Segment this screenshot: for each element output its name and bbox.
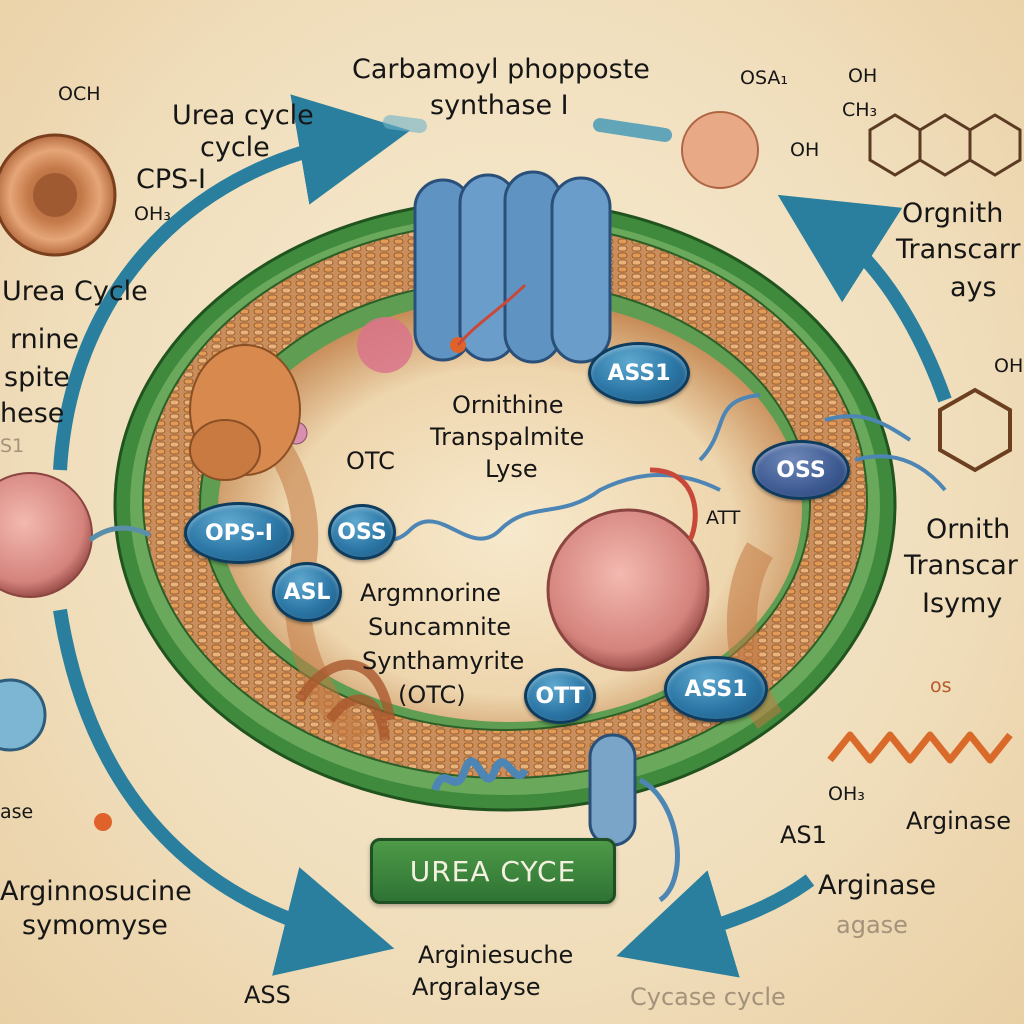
- label-arg-1: Argmnorine: [360, 579, 501, 607]
- enzyme-pill-oss-left: OSS: [328, 504, 396, 560]
- label-ornithine-partial-3: hese: [0, 398, 65, 429]
- label-ch3: CH₃: [842, 99, 878, 121]
- orange-helix-right: [827, 731, 1013, 764]
- enzyme-pill-ops1: OPS-I: [184, 502, 294, 564]
- label-argininosuccinate-2: symomyse: [22, 910, 168, 941]
- label-oh-ring: OH: [790, 139, 820, 161]
- label-arginase-partial: Arginase: [906, 807, 1011, 835]
- pink-sphere-left: [0, 472, 93, 598]
- arrow-top-stub: [593, 118, 672, 142]
- molecules: [0, 111, 1022, 831]
- label-ornithine-partial-4: S1: [0, 435, 25, 457]
- label-ornithine-partial-2: spite: [4, 362, 70, 393]
- enzyme-pill-asl: ASL: [272, 562, 342, 622]
- transmembrane-protein-top: [413, 170, 612, 364]
- label-arg-2: Suncamnite: [368, 613, 511, 641]
- arrow-top-stub-left: [383, 115, 427, 133]
- label-arg-3: Synthamyrite: [362, 647, 525, 675]
- label-otc: OTC: [346, 447, 395, 475]
- label-osa: OSA₁: [740, 67, 788, 89]
- label-ornith-1: Ornith: [926, 514, 1011, 545]
- label-ornithine-partial-1: rnine: [10, 324, 79, 355]
- label-transpalmite: Transpalmite: [430, 423, 585, 451]
- label-orgnith-3: ays: [950, 272, 997, 303]
- urea-cycle-banner: UREA CYCE: [370, 838, 616, 904]
- hexagon-right: [938, 387, 1012, 473]
- label-urea-cycle-1: Urea cycle: [172, 100, 314, 131]
- label-agase: agase: [836, 911, 908, 939]
- enzyme-pill-ass1-bottom: ASS1: [664, 656, 768, 722]
- pink-cluster: [357, 317, 413, 373]
- label-ornithine: Ornithine: [452, 391, 564, 419]
- label-ase-partial: ase: [0, 801, 34, 823]
- blue-protein-left: [0, 678, 47, 752]
- title-line-2: synthase I: [430, 90, 569, 121]
- label-urea-cycle-2: cycle: [200, 132, 270, 163]
- arrow-bottom-right: [616, 870, 815, 978]
- label-orgnith-1: Orgnith: [902, 198, 1004, 229]
- enzyme-pill-ass1-top: ASS1: [588, 342, 690, 404]
- label-cps1: CPS-I: [136, 164, 206, 195]
- label-lyse: Lyse: [485, 455, 538, 483]
- label-ass: ASS: [244, 981, 291, 1009]
- cycle-arrows: [53, 94, 952, 978]
- label-att: ATT: [706, 507, 741, 529]
- enzyme-pill-oss-right: OSS: [752, 440, 850, 500]
- label-arginase: Arginase: [818, 870, 937, 901]
- arrow-top-left: [53, 94, 411, 471]
- label-ornith-3: Isymy: [922, 588, 1003, 619]
- label-oh3: OH₃: [134, 203, 171, 225]
- enzyme-pill-ott: OTT: [524, 668, 596, 724]
- label-argininosuccinate-1: Arginnosucine: [0, 876, 192, 907]
- label-as1: AS1: [780, 821, 827, 849]
- label-cycle-faded: Cycase cycle: [630, 983, 786, 1011]
- label-urea-cycle-caps: Urea Cycle: [2, 276, 148, 307]
- label-bottom-1: Arginiesuche: [418, 941, 574, 969]
- arrow-bottom-left: [53, 608, 395, 976]
- label-oh3-right: OH₃: [828, 783, 865, 805]
- hexagon-chain: [868, 113, 1022, 177]
- label-arg-4: (OTC): [398, 681, 466, 709]
- arrow-top-right: [777, 194, 952, 403]
- crista-bottom: [295, 659, 395, 741]
- label-och: OCH: [58, 83, 101, 105]
- flower-protein: [681, 111, 759, 189]
- label-orgnith-2: Transcarr: [896, 234, 1021, 265]
- label-oh-top: OH: [848, 65, 878, 87]
- label-os: os: [930, 675, 952, 697]
- title-line-1: Carbamoyl phopposte: [352, 54, 650, 85]
- label-oh-right: OH: [994, 355, 1024, 377]
- pink-sphere-center: [546, 508, 710, 672]
- label-bottom-2: Argralayse: [412, 973, 541, 1001]
- label-ornith-2: Transcar: [904, 550, 1018, 581]
